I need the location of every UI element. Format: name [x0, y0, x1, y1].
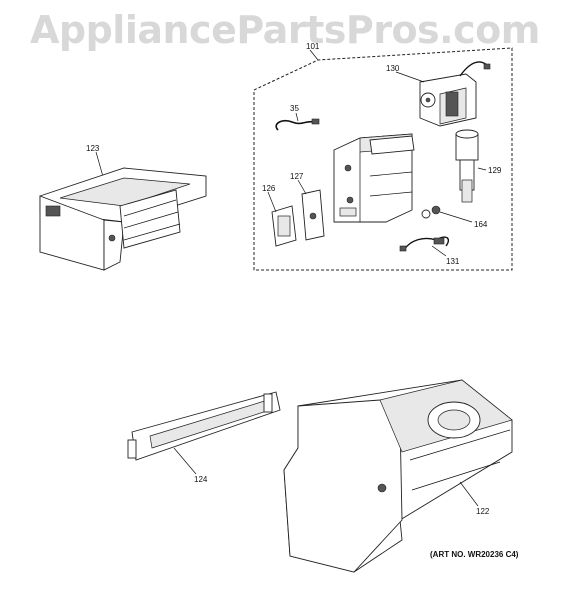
part-164-fittings[interactable]	[421, 205, 473, 223]
part-122-bucket[interactable]	[283, 379, 513, 573]
callout-126: 126	[262, 184, 276, 193]
callout-122: 122	[476, 507, 490, 516]
part-127-bracket[interactable]	[297, 179, 325, 241]
part-123-icemaker[interactable]	[39, 151, 207, 271]
callout-123: 123	[86, 144, 100, 153]
art-number: (ART NO. WR20236 C4)	[430, 550, 519, 559]
callout-124: 124	[194, 475, 208, 484]
callout-101: 101	[306, 42, 320, 51]
control-housing[interactable]	[333, 133, 415, 223]
callout-129: 129	[488, 166, 502, 175]
watermark-text: AppliancePartsPros.com	[30, 8, 540, 52]
part-129-valve[interactable]	[455, 129, 487, 203]
callout-127: 127	[290, 172, 304, 181]
callout-164: 164	[474, 220, 488, 229]
kit-boundary	[253, 47, 513, 271]
callout-130: 130	[386, 64, 400, 73]
part-35-wire[interactable]	[275, 112, 320, 131]
callout-131: 131	[446, 257, 460, 266]
part-130-motor[interactable]	[395, 61, 491, 127]
part-126-plate[interactable]	[267, 191, 297, 247]
callout-35: 35	[290, 104, 299, 113]
part-131-harness[interactable]	[399, 236, 450, 257]
part-124-rail[interactable]	[127, 391, 281, 475]
